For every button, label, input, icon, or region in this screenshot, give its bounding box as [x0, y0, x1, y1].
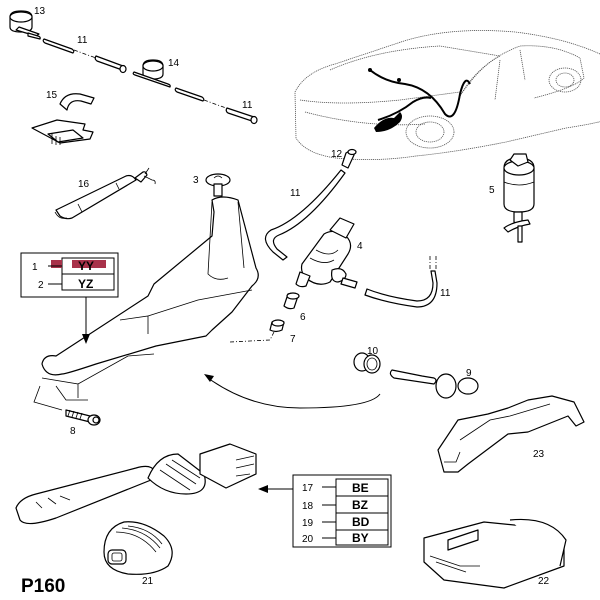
- bracket-23[interactable]: [437, 395, 585, 473]
- callout-11: 11: [77, 35, 88, 46]
- switch-item-18: 18: [302, 501, 314, 512]
- hose-11-upper[interactable]: [42, 38, 127, 74]
- callout-8: 8: [70, 426, 76, 437]
- washer-cap-3[interactable]: [205, 173, 231, 197]
- callout-14: 14: [168, 58, 180, 69]
- wiper-switch-stalk[interactable]: [15, 443, 257, 525]
- callout-11: 11: [440, 288, 451, 299]
- callout-3: 3: [193, 175, 199, 186]
- callout-11: 11: [242, 100, 253, 111]
- callout-16: 16: [78, 179, 90, 190]
- hose-11-pump[interactable]: [264, 169, 346, 261]
- connector-12[interactable]: [341, 148, 357, 169]
- callout-10: 10: [367, 346, 379, 357]
- screw-8[interactable]: [33, 385, 101, 426]
- switch-boot-21[interactable]: [103, 521, 173, 575]
- nozzle-13[interactable]: [9, 10, 41, 40]
- callout-22: 22: [538, 576, 550, 587]
- reservoir-code-table: [20, 252, 119, 344]
- vehicle-illustration: [294, 30, 600, 160]
- callout-12: 12: [331, 149, 343, 160]
- switch-item-20: 20: [302, 534, 314, 545]
- vehicle-wiring-harness: [368, 68, 471, 132]
- switch-item-17: 17: [302, 483, 314, 494]
- callout-13: 13: [34, 6, 46, 17]
- level-sensor-9[interactable]: [389, 369, 479, 399]
- callout-11: 11: [290, 188, 301, 199]
- item-1-highlight: [51, 260, 62, 268]
- callout-5: 5: [489, 185, 495, 196]
- reservoir-code-yy[interactable]: YY: [78, 259, 94, 273]
- reservoir-code-yz[interactable]: YZ: [78, 277, 93, 291]
- callout-7: 7: [290, 334, 296, 345]
- callout-15: 15: [46, 90, 58, 101]
- grommet-10[interactable]: [353, 352, 381, 374]
- hose-11-lower[interactable]: [174, 87, 258, 125]
- wiper-module-22[interactable]: [423, 518, 567, 589]
- switch-code-by[interactable]: BY: [352, 531, 369, 545]
- callout-21: 21: [142, 576, 154, 587]
- washer-pump-5[interactable]: [503, 153, 535, 243]
- grommet-7[interactable]: [229, 319, 285, 343]
- assembly-arrow: [207, 377, 381, 409]
- callout-4: 4: [357, 241, 363, 252]
- callout-6: 6: [300, 312, 306, 323]
- switch-item-19: 19: [302, 518, 314, 529]
- washer-reservoir[interactable]: [41, 196, 259, 401]
- filter-6[interactable]: [283, 292, 300, 310]
- reservoir-item-1: 1: [32, 262, 38, 273]
- clip-15[interactable]: [31, 93, 95, 145]
- switch-code-be[interactable]: BE: [352, 481, 369, 495]
- callout-23: 23: [533, 449, 545, 460]
- washer-pump-4[interactable]: [295, 217, 358, 289]
- hose-11-right[interactable]: [364, 256, 438, 308]
- page-code: P160: [21, 576, 65, 597]
- switch-code-bd[interactable]: BD: [352, 515, 370, 529]
- code-yy-highlight: [72, 260, 106, 268]
- nozzle-14[interactable]: [132, 59, 171, 88]
- switch-code-bz[interactable]: BZ: [352, 498, 368, 512]
- reservoir-item-2: 2: [38, 280, 44, 291]
- callout-9: 9: [466, 368, 472, 379]
- switch-code-table: [258, 474, 392, 548]
- washer-fluid-tube-16[interactable]: [54, 167, 156, 220]
